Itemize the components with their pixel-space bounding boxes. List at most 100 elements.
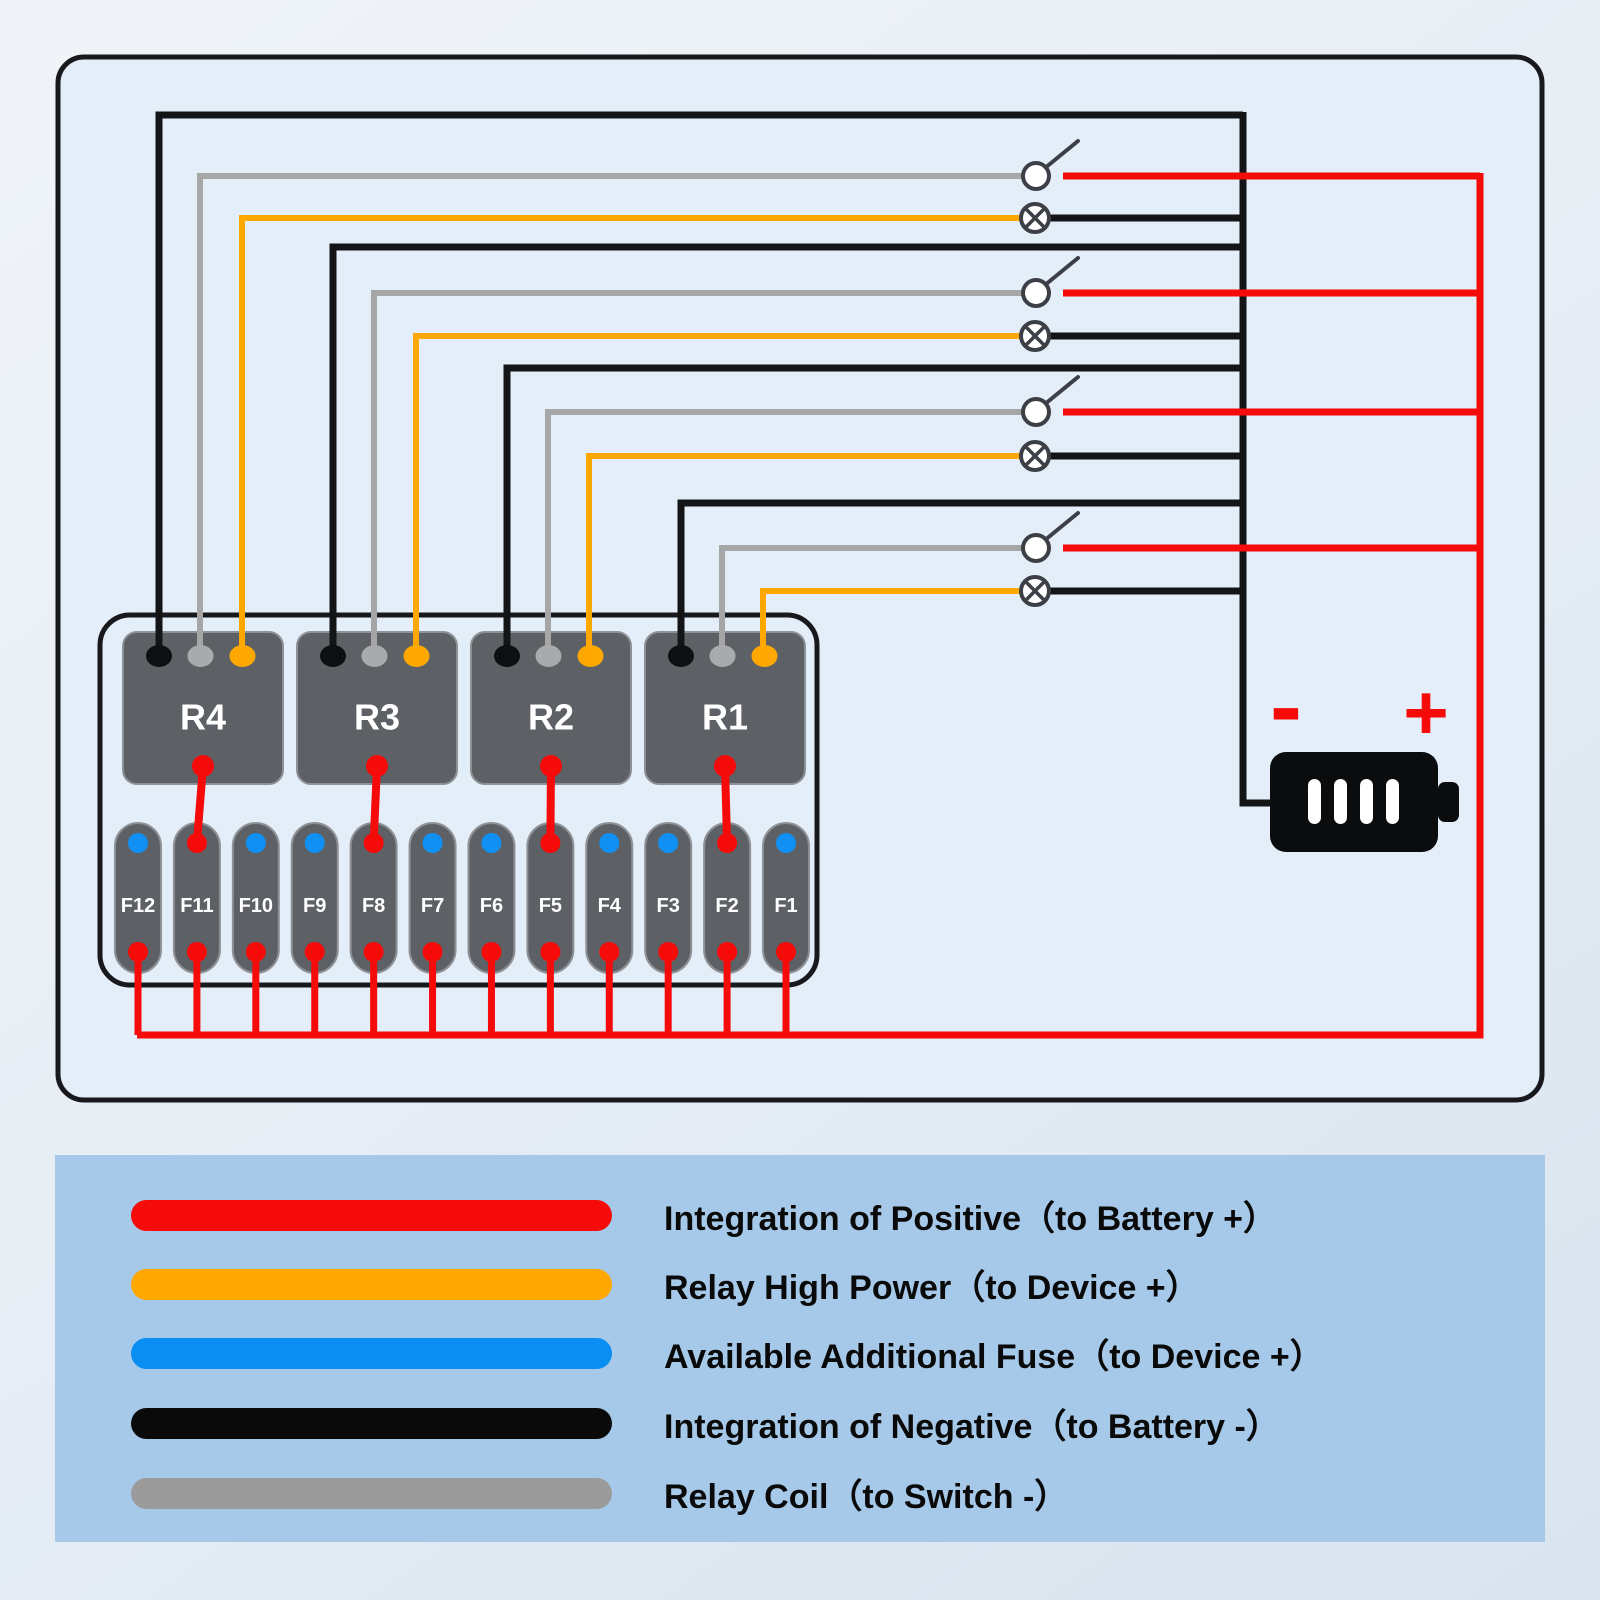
switch-lever-3 — [1043, 375, 1080, 406]
fuse-bottom-terminal-F3 — [658, 942, 679, 962]
battery-minus-label: - — [1270, 653, 1302, 760]
battery-terminal-nub — [1438, 782, 1459, 822]
fuse-label-F1: F1 — [774, 895, 797, 917]
fuse-top-terminal-F3 — [658, 833, 679, 853]
legend-label-additional-fuse: Available Additional Fuse（to Device +） — [664, 1337, 1324, 1376]
toggle-switch-icon — [1021, 397, 1051, 427]
fuse-bottom-terminal-F1 — [776, 942, 797, 962]
wire-relay-coil-R2 — [545, 409, 1023, 656]
wire-relay-coil-R4 — [197, 173, 1023, 656]
fuse-top-terminal-F8 — [363, 833, 384, 853]
fuse-bottom-terminal-F4 — [599, 942, 620, 962]
battery-cell-bar — [1334, 779, 1347, 824]
terminal-high-power-R2 — [577, 645, 604, 667]
terminal-coil-R3 — [361, 645, 388, 667]
wire-negative-relay-R4 — [155, 111, 1243, 656]
fuse-top-terminal-F5 — [540, 833, 561, 853]
fuse-top-terminal-F12 — [128, 833, 148, 853]
legend-swatch-gray — [131, 1477, 612, 1509]
relay-output-terminal-R2 — [540, 755, 562, 777]
fuse-label-F2: F2 — [715, 895, 738, 917]
wire-high-power-R2 — [586, 453, 1021, 656]
fuse-bottom-terminal-F5 — [540, 942, 561, 962]
legend-row-positive: Integration of Positive（to Battery +） — [55, 1191, 1545, 1239]
wire-negative-relay-R3 — [329, 243, 1243, 656]
terminal-coil-R4 — [187, 645, 214, 667]
lamp-cross-line — [1024, 580, 1046, 602]
relay-output-terminal-R4 — [192, 755, 214, 777]
battery-cell-bar — [1308, 779, 1321, 824]
terminal-high-power-R3 — [403, 645, 430, 667]
fuse-top-terminal-F11 — [186, 833, 207, 853]
legend-swatch-blue — [131, 1337, 612, 1369]
legend-label-relay-coil: Relay Coil（to Switch -） — [664, 1477, 1069, 1516]
terminal-negative-R4 — [146, 645, 172, 667]
relay-output-terminal-R1 — [714, 755, 736, 777]
legend-swatch-orange — [131, 1268, 612, 1300]
relay-label-R1: R1 — [702, 697, 748, 738]
fuse-top-terminal-F2 — [717, 833, 738, 853]
fuse-top-terminal-F1 — [776, 833, 797, 853]
relay-output-terminal-R3 — [366, 755, 388, 777]
legend-row-relay-high-power: Relay High Power（to Device +） — [55, 1260, 1545, 1308]
wire-relay-to-F8 — [369, 765, 381, 844]
relay-label-R2: R2 — [528, 697, 574, 738]
fuse-label-F4: F4 — [598, 895, 622, 917]
terminal-negative-R2 — [494, 645, 520, 667]
fuse-bottom-terminal-F10 — [245, 942, 266, 962]
battery-icon — [1270, 752, 1438, 852]
fuse-bottom-terminal-F12 — [128, 942, 148, 962]
terminal-high-power-R1 — [751, 645, 778, 667]
switch-lever-2 — [1043, 256, 1080, 287]
terminal-negative-R1 — [668, 645, 694, 667]
legend-panel: Integration of Positive（to Battery +） Re… — [55, 1155, 1545, 1542]
battery-cell-bar — [1360, 779, 1373, 824]
relay-label-R3: R3 — [354, 697, 400, 738]
terminal-coil-R2 — [535, 645, 562, 667]
switch-lever-1 — [1043, 139, 1080, 170]
wire-relay-to-F2 — [721, 765, 732, 844]
lamp-cross-line — [1024, 325, 1046, 347]
fuse-bottom-terminal-F2 — [717, 942, 738, 962]
fuse-label-F11: F11 — [180, 895, 213, 917]
fuse-label-F3: F3 — [657, 895, 680, 917]
fuse-bottom-terminal-F9 — [304, 942, 325, 962]
wire-relay-coil-R3 — [371, 290, 1023, 656]
fuse-relay-box — [97, 612, 820, 988]
fuse-label-F7: F7 — [421, 895, 444, 917]
negative-bus-wire — [1239, 112, 1274, 807]
legend-label-negative: Integration of Negative（to Battery -） — [664, 1407, 1280, 1446]
toggle-switch-icon — [1021, 161, 1051, 191]
battery-cell-bar — [1386, 779, 1399, 824]
switch-lever-4 — [1043, 511, 1080, 542]
toggle-switch-icon — [1021, 533, 1051, 563]
fuse-top-terminal-F4 — [599, 833, 620, 853]
wire-relay-coil-R1 — [719, 545, 1023, 656]
terminal-coil-R1 — [709, 645, 736, 667]
fuse-bottom-terminal-F8 — [363, 942, 384, 962]
legend-swatch-black — [131, 1407, 612, 1439]
fuse-label-F12: F12 — [121, 895, 155, 917]
fuse-label-F10: F10 — [239, 895, 273, 917]
fuse-top-terminal-F10 — [245, 833, 266, 853]
fuse-label-F5: F5 — [539, 895, 562, 917]
legend-row-negative: Integration of Negative（to Battery -） — [55, 1399, 1545, 1447]
terminal-negative-R3 — [320, 645, 346, 667]
legend-row-additional-fuse: Available Additional Fuse（to Device +） — [55, 1329, 1545, 1377]
toggle-switch-icon — [1021, 278, 1051, 308]
wire-high-power-R4 — [239, 215, 1021, 656]
lamp-cross-line — [1024, 445, 1046, 467]
fuse-top-terminal-F9 — [304, 833, 325, 853]
terminal-high-power-R4 — [229, 645, 256, 667]
legend-label-positive: Integration of Positive（to Battery +） — [664, 1199, 1278, 1238]
wire-negative-relay-R1 — [677, 499, 1243, 656]
fuse-top-terminal-F6 — [481, 833, 502, 853]
positive-bus-wire — [137, 173, 1484, 1039]
wire-relay-to-F11 — [192, 765, 207, 844]
wire-negative-relay-R2 — [503, 364, 1243, 656]
fuse-bottom-terminal-F6 — [481, 942, 502, 962]
fuse-top-terminal-F7 — [422, 833, 443, 853]
legend-label-relay-high-power: Relay High Power（to Device +） — [664, 1268, 1200, 1307]
